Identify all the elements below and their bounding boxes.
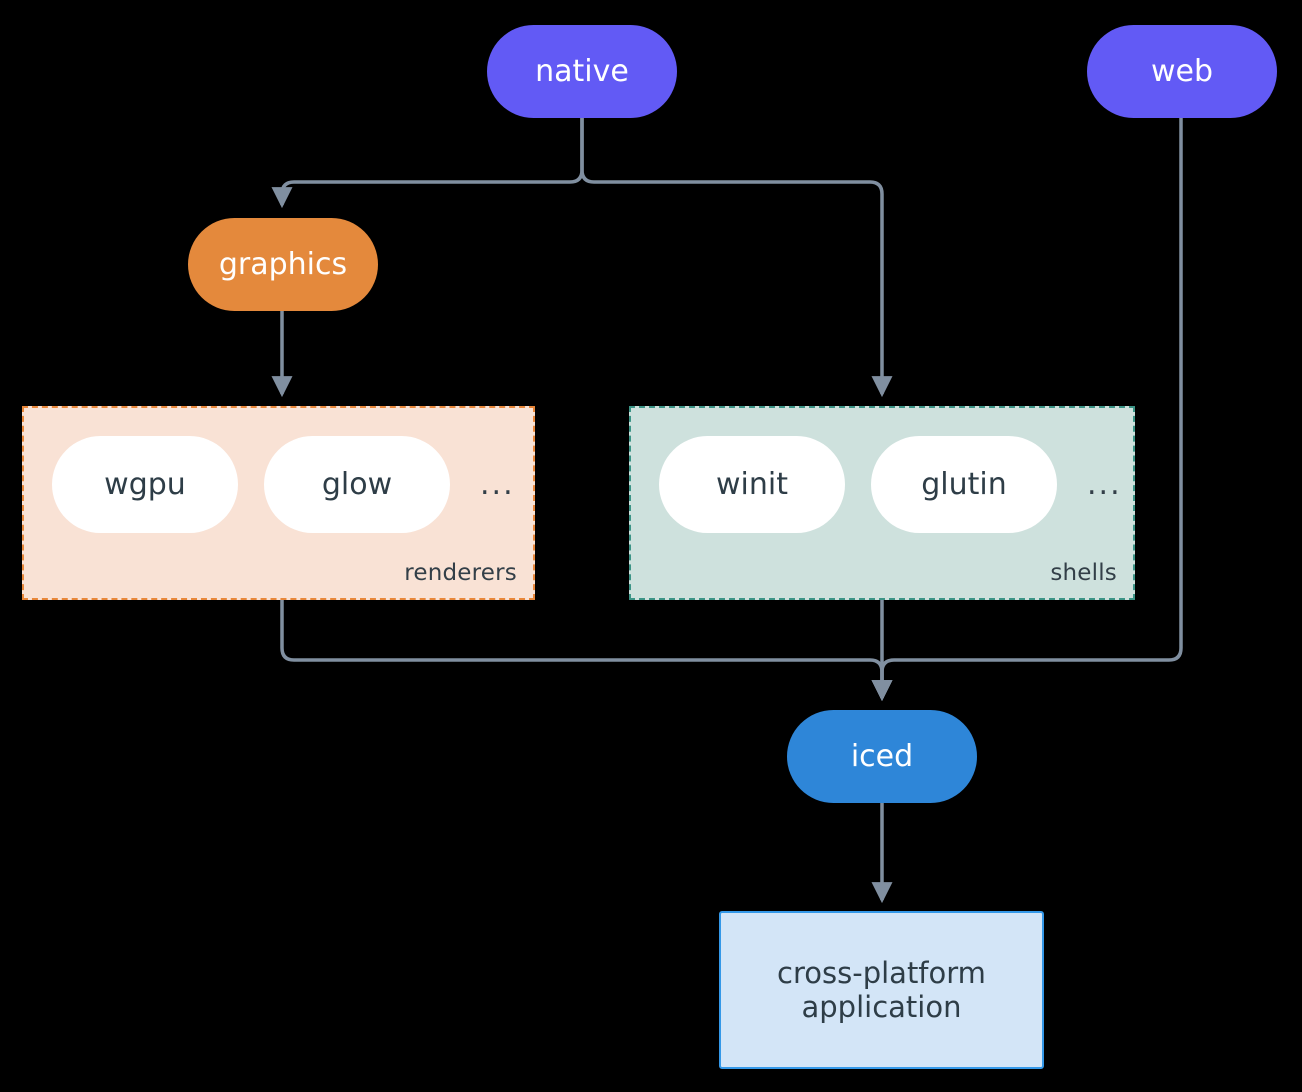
group-shells-label: shells: [1050, 560, 1117, 586]
node-native-label: native: [535, 53, 629, 89]
chip-glutin[interactable]: glutin: [871, 436, 1057, 533]
renderers-overflow-ellipsis: ...: [480, 467, 515, 502]
node-application-label: cross-platform application: [777, 955, 986, 1024]
group-shells-items: winit glutin ...: [659, 436, 1122, 533]
chip-glow[interactable]: glow: [264, 436, 450, 533]
shells-overflow-ellipsis: ...: [1087, 467, 1122, 502]
node-graphics-label: graphics: [218, 246, 348, 282]
chip-glow-label: glow: [321, 467, 393, 502]
edge-native-to-graphics: [271, 118, 584, 209]
chip-wgpu[interactable]: wgpu: [52, 436, 238, 533]
group-shells[interactable]: winit glutin ... shells: [629, 406, 1135, 600]
group-renderers-items: wgpu glow ...: [52, 436, 515, 533]
group-renderers-label: renderers: [404, 560, 517, 586]
chip-winit[interactable]: winit: [659, 436, 845, 533]
node-web[interactable]: web: [1087, 25, 1277, 118]
node-web-label: web: [1150, 53, 1214, 89]
node-iced[interactable]: iced: [787, 710, 977, 803]
group-renderers[interactable]: wgpu glow ... renderers: [22, 406, 535, 600]
node-iced-label: iced: [850, 738, 914, 774]
edge-native-to-shells: [580, 118, 893, 398]
node-native[interactable]: native: [487, 25, 677, 118]
chip-glutin-label: glutin: [921, 467, 1007, 502]
edge-renderers-to-iced: [280, 600, 893, 702]
chip-wgpu-label: wgpu: [104, 467, 186, 502]
node-graphics[interactable]: graphics: [188, 218, 378, 311]
chip-winit-label: winit: [716, 467, 788, 502]
node-cross-platform-application[interactable]: cross-platform application: [719, 911, 1044, 1069]
